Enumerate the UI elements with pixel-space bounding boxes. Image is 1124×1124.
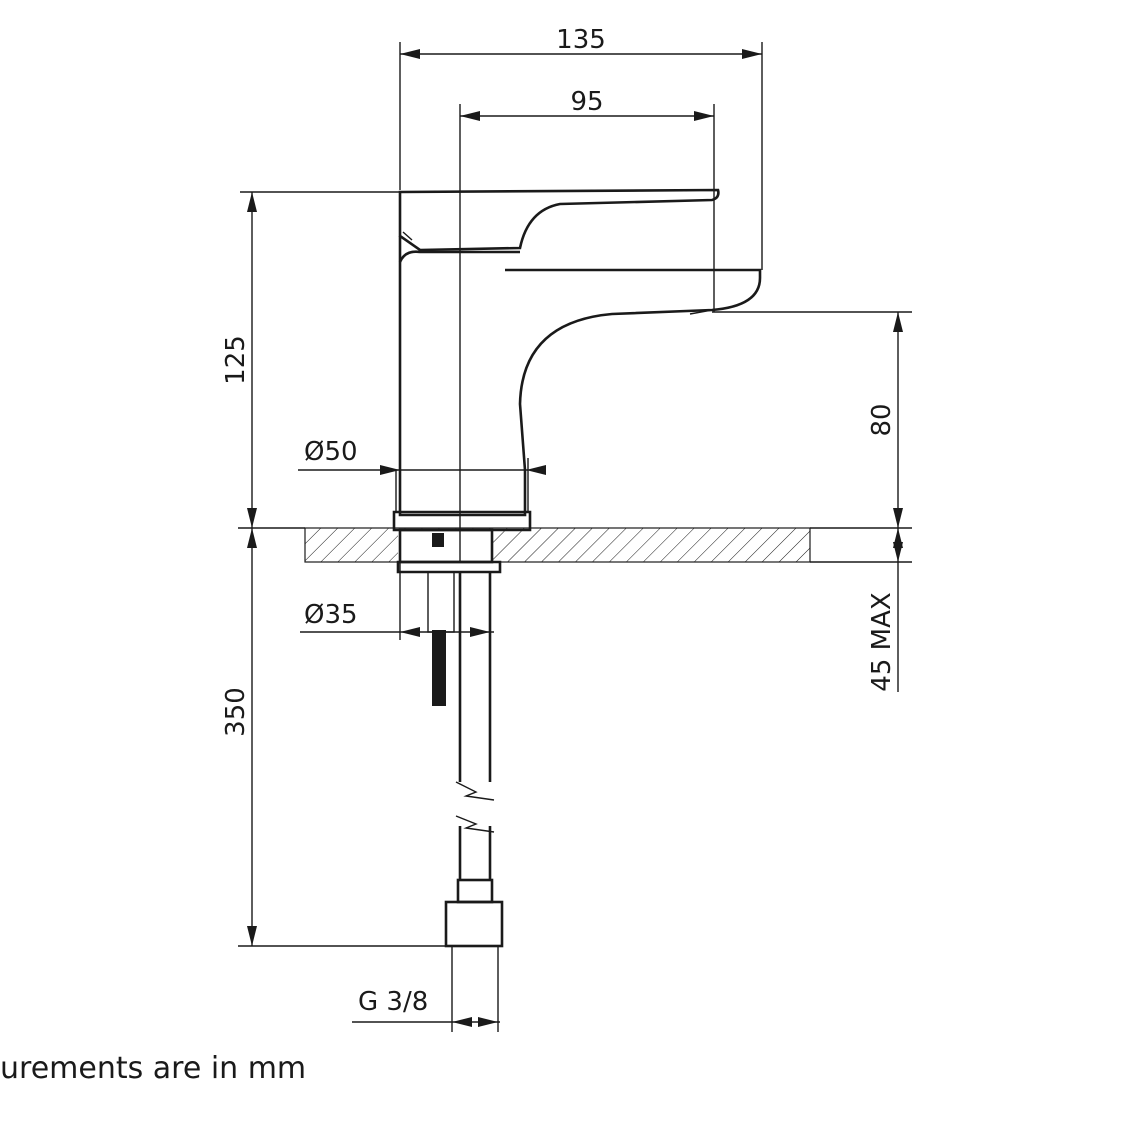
- dimension-spout-reach: 95: [460, 87, 715, 312]
- hose-length-label: 350: [221, 687, 251, 737]
- dimension-max-deck-thickness: 45 MAX: [810, 528, 912, 692]
- dimension-overall-width: 135: [399, 25, 763, 270]
- dimension-hose-length: 350: [221, 528, 446, 947]
- units-note: urements are in mm: [0, 1051, 306, 1086]
- dimension-base-diameter: Ø50: [298, 437, 546, 475]
- countertop-section: [304, 527, 811, 563]
- dimension-spout-height: 80: [712, 311, 912, 529]
- faucet-body: [392, 188, 762, 532]
- shank-diameter-label: Ø35: [304, 600, 358, 630]
- spout-height-label: 80: [867, 403, 897, 436]
- overall-width-label: 135: [556, 25, 606, 55]
- dimension-shank-diameter: Ø35: [300, 562, 494, 640]
- dimension-connection-thread: G 3/8: [352, 946, 500, 1032]
- connection-thread-label: G 3/8: [358, 987, 428, 1017]
- mounting-assembly: [396, 528, 504, 948]
- base-diameter-label: Ø50: [304, 437, 358, 467]
- dimension-overall-height: 125: [221, 191, 400, 529]
- overall-height-label: 125: [221, 335, 251, 385]
- max-deck-thickness-label: 45 MAX: [867, 592, 897, 691]
- spout-reach-label: 95: [570, 87, 603, 117]
